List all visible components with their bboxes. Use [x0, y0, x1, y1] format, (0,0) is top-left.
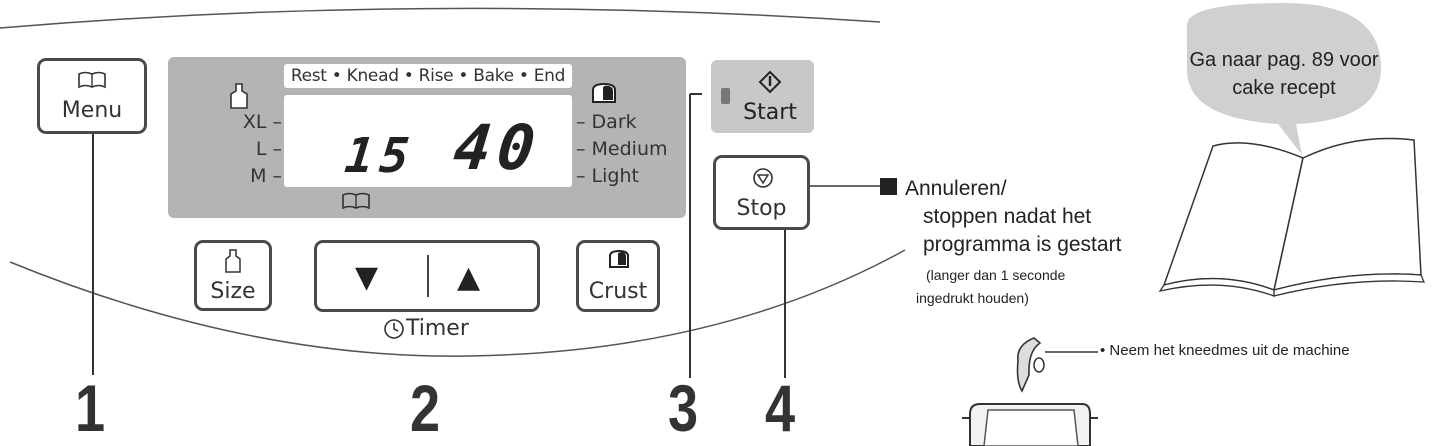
start-button[interactable]: Start: [732, 64, 808, 130]
stop-note-bullet: [880, 178, 897, 195]
timer-adjust-button[interactable]: ▼ ▲: [314, 240, 540, 312]
crust-light: – Light: [576, 165, 639, 187]
crust-dark: – Dark: [576, 111, 637, 133]
kneading-note: • Neem het kneedmes uit de machine: [1100, 342, 1350, 359]
callout-2: 2: [410, 371, 441, 445]
bubble-line1: Ga naar pag. 89 voor: [1189, 49, 1379, 71]
size-m: M –: [250, 165, 282, 187]
timer-minutes: 40: [450, 111, 545, 184]
start-icon: [758, 70, 782, 94]
crust-indicators: – Dark – Medium – Light: [576, 111, 668, 187]
timer-hours: 15: [342, 128, 418, 184]
bubble-line2: cake recept: [1232, 77, 1336, 99]
size-l: L –: [255, 138, 282, 160]
start-label: Start: [743, 100, 797, 125]
timer-up-button[interactable]: ▲: [457, 260, 481, 295]
phase-indicator: Rest • Knead • Rise • Bake • End: [284, 64, 572, 88]
bubble-text: Ga naar pag. 89 voor cake recept: [1178, 46, 1390, 102]
crust-button[interactable]: Crust: [576, 240, 660, 312]
menu-label: Menu: [61, 98, 123, 123]
lcd-screen: [284, 95, 572, 187]
callout-1: 1: [75, 371, 106, 445]
menu-button[interactable]: Menu: [37, 58, 147, 134]
stop-detail-line2: ingedrukt houden): [916, 290, 1029, 306]
start-led: [721, 88, 730, 104]
book-icon: [78, 71, 106, 89]
size-label: Size: [210, 279, 256, 304]
bread-pan-icon: [962, 403, 1098, 446]
timer-down-button[interactable]: ▼: [355, 260, 379, 295]
size-indicators: XL – L – M –: [222, 111, 282, 187]
stop-note-title: Annuleren/ stoppen nadat het programma i…: [905, 175, 1121, 259]
stop-note-line3: programma is gestart: [923, 233, 1122, 256]
bread-crust-icon: [609, 249, 629, 268]
stop-detail-line1: (langer dan 1 seconde: [926, 267, 1066, 283]
clock-icon: [384, 319, 404, 339]
bread-crust-icon: [592, 82, 616, 103]
size-xl: XL –: [242, 111, 282, 133]
timer-label: Timer: [406, 316, 469, 341]
loaf-weight-icon: [230, 83, 248, 109]
callout-4: 4: [765, 371, 796, 445]
stop-button[interactable]: Stop: [713, 155, 810, 230]
loaf-weight-icon: [225, 249, 241, 273]
crust-medium: – Medium: [576, 138, 668, 160]
book-icon: [342, 192, 370, 210]
kneading-blade-icon: [1016, 337, 1045, 393]
arrow-divider: [427, 255, 429, 297]
stop-icon: [753, 168, 773, 188]
stop-note-line1: Annuleren/: [905, 177, 1007, 200]
callout-3: 3: [668, 371, 699, 445]
crust-label: Crust: [588, 279, 648, 304]
size-button[interactable]: Size: [194, 240, 272, 311]
stop-note-line2: stoppen nadat het: [923, 205, 1092, 228]
stop-note-detail: (langer dan 1 seconde ingedrukt houden): [916, 262, 1066, 307]
stop-label: Stop: [736, 196, 787, 221]
